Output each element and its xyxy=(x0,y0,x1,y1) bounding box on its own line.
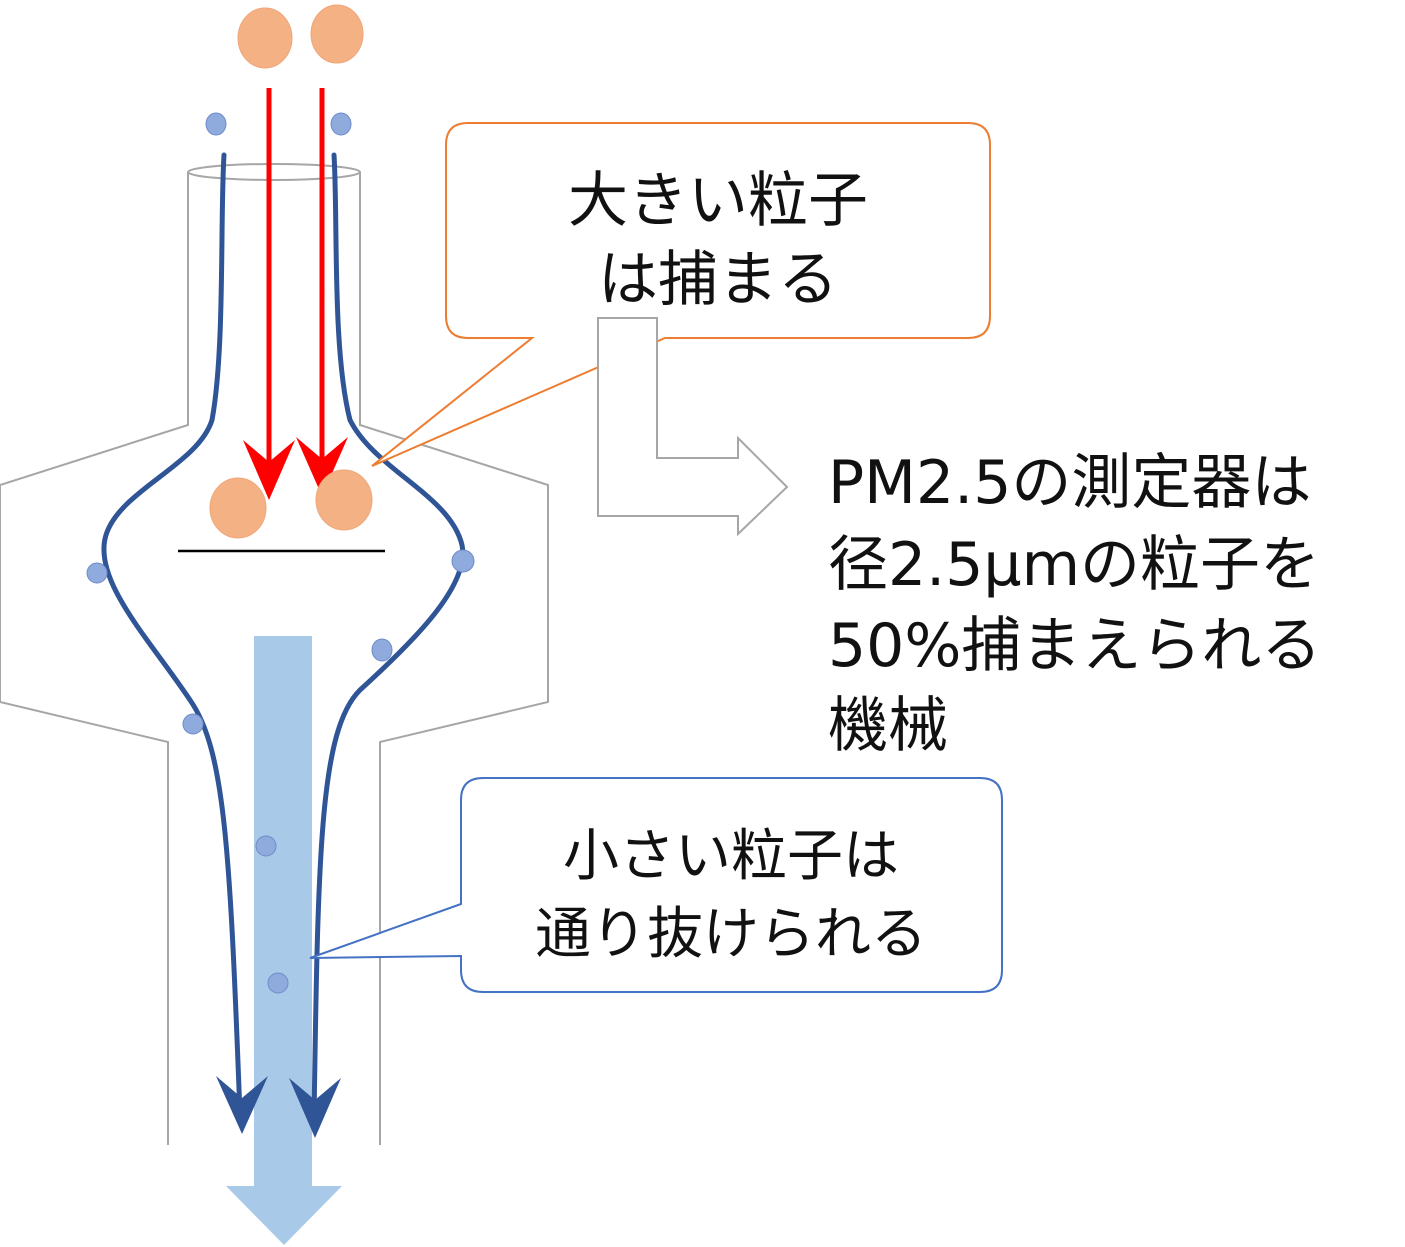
small-particle-7 xyxy=(255,835,277,857)
small-particle-5 xyxy=(371,638,393,662)
small-particle-1 xyxy=(205,112,227,136)
streamline-left-arrowhead xyxy=(216,1076,268,1134)
large-particles xyxy=(209,4,373,539)
housing-right-wall xyxy=(359,172,549,1145)
description-line1: PM2.5の測定器は xyxy=(828,448,1311,518)
impactor-housing xyxy=(0,163,549,1145)
callout-small-particles: 小さい粒子は 通り抜けられる xyxy=(309,777,1003,993)
callout-large-line2: は捕まる xyxy=(598,245,838,315)
outflow-arrow xyxy=(226,636,342,1245)
large-particle-captured-left xyxy=(209,477,267,539)
callout-large-particles: 大きい粒子 は捕まる xyxy=(371,122,991,467)
small-particles xyxy=(86,112,475,994)
small-particle-3 xyxy=(86,562,108,584)
streamline-arrowheads xyxy=(216,1076,341,1138)
streamline-right-arrowhead xyxy=(289,1078,341,1138)
inlet-opening xyxy=(187,163,361,181)
large-particle-captured-right xyxy=(315,469,373,531)
description-line2: 径2.5μmの粒子を xyxy=(828,530,1320,600)
small-particle-4 xyxy=(451,549,475,573)
housing-left-wall xyxy=(0,172,189,1145)
description-text: PM2.5の測定器は 径2.5μmの粒子を 50%捕まえられる 機械 xyxy=(828,448,1321,761)
large-particle-top-left xyxy=(237,7,293,69)
streamline-left xyxy=(101,152,243,1118)
callout-large-bubble xyxy=(371,122,991,467)
callout-small-line1: 小さい粒子は xyxy=(563,824,899,889)
description-line4: 機械 xyxy=(828,691,948,761)
callout-small-line2: 通り抜けられる xyxy=(535,902,927,967)
streamline-right xyxy=(311,152,466,1123)
description-line3: 50%捕まえられる xyxy=(828,611,1321,681)
small-particle-8 xyxy=(267,972,289,994)
small-particle-6 xyxy=(182,713,204,735)
red-arrowhead-right xyxy=(296,437,348,496)
small-particle-2 xyxy=(330,112,352,136)
red-arrowhead-left xyxy=(243,440,295,500)
callout-large-line1: 大きい粒子 xyxy=(568,166,868,236)
bent-arrow xyxy=(597,317,789,537)
large-particle-trajectories xyxy=(243,88,348,500)
large-particle-top-right xyxy=(310,4,364,64)
callout-small-bubble xyxy=(309,777,1003,993)
